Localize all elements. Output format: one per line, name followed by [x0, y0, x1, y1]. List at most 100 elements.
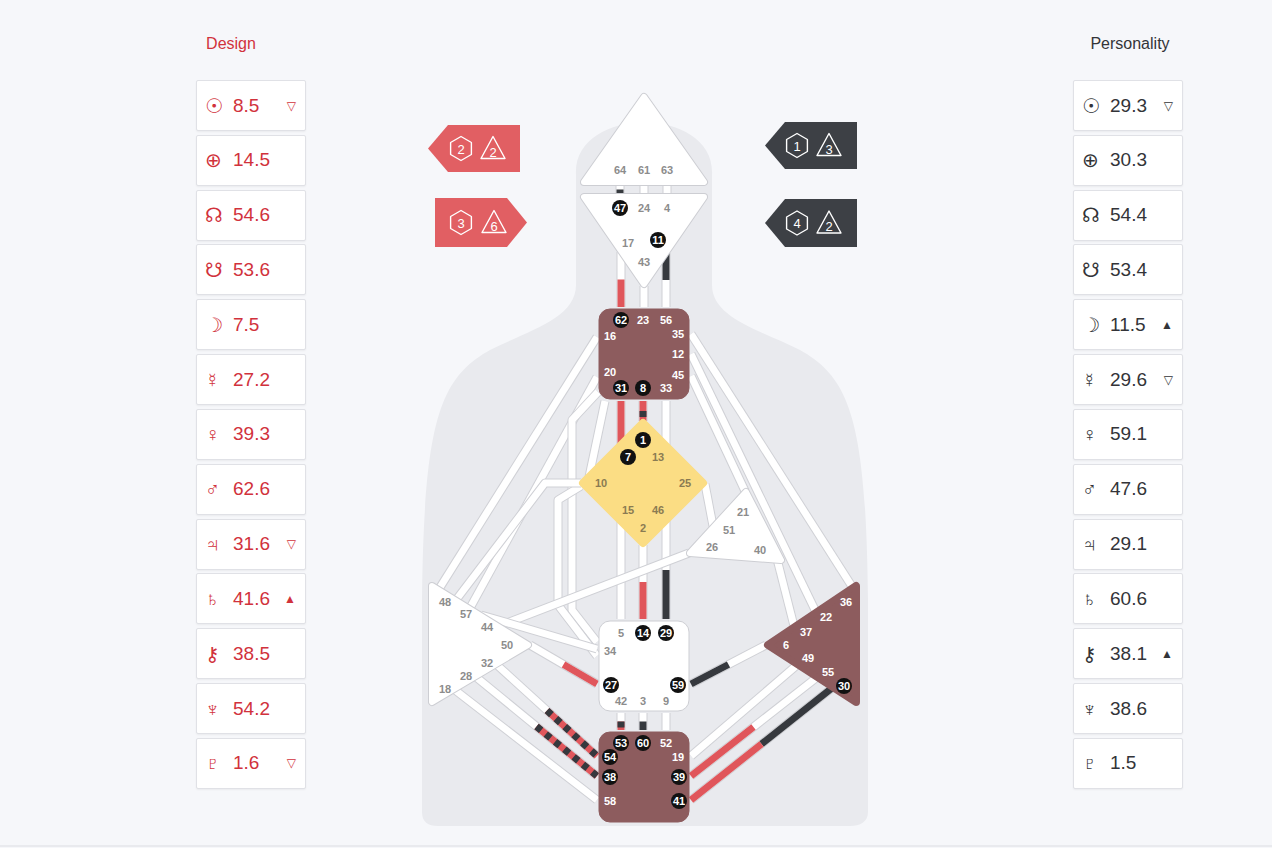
activation-segment	[618, 713, 625, 730]
gate-number: 11	[650, 232, 666, 248]
activation-row: ♀39.3	[196, 409, 306, 460]
channel-line	[621, 401, 622, 445]
activation-row: ♃31.6▽	[196, 519, 306, 570]
variable-arrow: 13	[765, 122, 857, 169]
planet-symbol: ☋	[205, 258, 223, 282]
center-border	[584, 97, 704, 182]
planet-symbol: ☿	[205, 368, 220, 391]
channel-border	[705, 484, 713, 526]
channel-body	[618, 713, 625, 730]
channel-line	[621, 522, 622, 619]
root-center: 536052541938395841	[599, 732, 689, 822]
channel-border	[691, 334, 853, 588]
spleen-center: 48574450322818	[428, 582, 532, 706]
activation-row: ☊54.4	[1073, 190, 1183, 241]
center-border	[599, 732, 689, 822]
activation-segment	[640, 713, 647, 730]
gate-number: 54	[602, 749, 618, 765]
activation-row: ☋ 53.6	[196, 244, 306, 295]
channel-line	[691, 334, 853, 588]
divider-line	[0, 846, 1272, 847]
arrow-shape	[435, 198, 527, 247]
activation-value: 53.6	[233, 259, 270, 281]
channel-line	[499, 553, 689, 626]
arrow-body	[765, 122, 857, 169]
center-shape	[686, 488, 785, 564]
gate-number: 18	[439, 683, 451, 695]
channel-body	[499, 553, 689, 626]
channel-body	[476, 677, 597, 776]
gate-number: 4	[664, 202, 670, 214]
variable-arrow: 36	[435, 198, 527, 247]
center-fill	[690, 492, 781, 560]
tone-number: 2	[825, 219, 832, 234]
channel-border	[456, 483, 581, 600]
channel-border	[499, 553, 689, 626]
g-center: 1713102515462	[581, 421, 705, 545]
activation-row: ♂62.6	[196, 464, 306, 515]
activation-value: 54.2	[233, 698, 270, 720]
gate-number: 42	[615, 695, 627, 707]
planet-symbol: ☉	[205, 94, 223, 118]
activation-value: 1.5	[1110, 752, 1136, 774]
center-fill	[768, 586, 856, 702]
solar-plexus-center: 3622376495530	[764, 582, 860, 706]
channel-border	[691, 688, 832, 800]
hexagon-outline	[451, 211, 472, 235]
channel-body	[641, 286, 648, 307]
channel-line	[643, 545, 644, 619]
variable-arrow: 42	[765, 199, 857, 247]
gate-number: 16	[604, 330, 616, 342]
channel-border	[691, 678, 816, 776]
center-border	[584, 197, 704, 284]
channel-border	[691, 354, 816, 612]
activation-value: 39.3	[233, 423, 270, 445]
gate-number: 46	[652, 504, 664, 516]
activation-row: ⚷38.5	[196, 628, 306, 679]
channel-border	[777, 559, 794, 626]
channel-body	[558, 486, 597, 656]
tone-number: 3	[825, 141, 832, 156]
tone-number: 2	[489, 144, 496, 159]
channel-border	[476, 677, 597, 776]
activation-value: 62.6	[233, 478, 270, 500]
fixing-marker: ▲	[284, 592, 296, 606]
activation-row: ♂47.6	[1073, 464, 1183, 515]
channel-border	[691, 645, 766, 684]
gate-number: 39	[671, 769, 687, 785]
gate-number: 49	[802, 652, 814, 664]
planet-symbol: ☽	[205, 313, 223, 337]
activation-value: 11.5	[1110, 314, 1146, 336]
channel-body	[663, 713, 670, 730]
gate-number: 10	[595, 477, 607, 489]
activation-value: 7.5	[233, 314, 259, 336]
channel-line	[572, 392, 598, 642]
ajna-center: 47244171143	[580, 193, 708, 288]
gate-number: 17	[622, 237, 634, 249]
activation-value: 59.1	[1110, 423, 1147, 445]
column-heading: Design	[206, 35, 256, 53]
channel-body	[618, 522, 625, 619]
planet-symbol: ♆	[205, 697, 220, 720]
planet-symbol: ♃	[1082, 533, 1097, 556]
center-border	[599, 309, 689, 399]
channel-line	[455, 690, 597, 800]
gate-number: 33	[660, 382, 672, 394]
gate-number: 6	[783, 639, 789, 651]
activation-row: ♄41.6▲	[196, 573, 306, 624]
channel-line	[643, 401, 644, 421]
activation-segment	[691, 688, 832, 800]
triangle-outline	[481, 137, 505, 159]
activation-row: ☿27.2	[196, 354, 306, 405]
channel-line	[643, 713, 644, 730]
activation-value: 47.6	[1110, 478, 1147, 500]
channel-border	[639, 401, 648, 421]
activation-row: ♆38.6	[1073, 683, 1183, 734]
gate-number: 48	[439, 596, 451, 608]
channel-line	[691, 688, 832, 800]
fixing-marker: ▽	[287, 537, 296, 551]
activation-row: ☋53.4	[1073, 244, 1183, 295]
activation-value: 41.6	[233, 588, 270, 610]
sacral-center: 514293427594239	[599, 621, 689, 711]
fixing-marker: ▲	[1161, 647, 1173, 661]
